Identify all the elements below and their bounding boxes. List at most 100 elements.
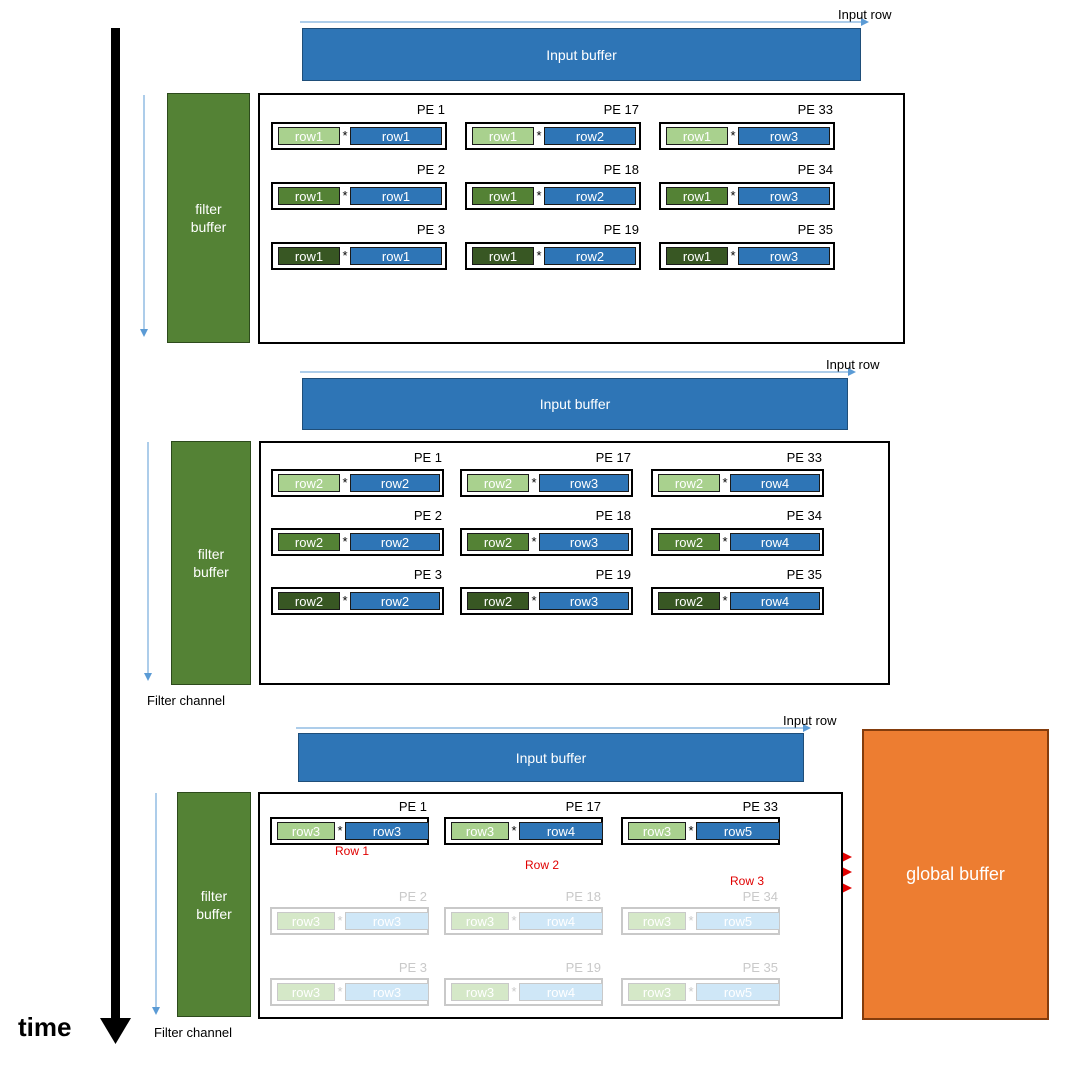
pe-label: PE 18 xyxy=(595,508,631,523)
multiply-symbol: * xyxy=(342,128,348,143)
pe-box: row3*row3 xyxy=(270,817,429,845)
input-row-label-3: Input row xyxy=(783,713,837,728)
filter-row-cell: row2 xyxy=(278,533,340,551)
input-row-cell: row5 xyxy=(696,822,780,840)
pe-box: row1*row2 xyxy=(465,182,641,210)
multiply-symbol: * xyxy=(730,128,736,143)
multiply-symbol: * xyxy=(536,128,542,143)
pe-box: row2*row2 xyxy=(271,587,444,615)
filter-row-cell: row1 xyxy=(666,247,728,265)
pe-label: PE 17 xyxy=(595,450,631,465)
input-row-label-2: Input row xyxy=(826,357,880,372)
multiply-symbol: * xyxy=(511,913,517,928)
filter-row-cell: row3 xyxy=(451,983,509,1001)
filter-row-cell: row2 xyxy=(658,592,720,610)
filter-buffer-2: filter buffer xyxy=(171,441,251,685)
input-row-cell: row4 xyxy=(519,822,603,840)
pe-label: PE 3 xyxy=(413,567,442,582)
filter-row-cell: row3 xyxy=(628,983,686,1001)
pe-label: PE 2 xyxy=(413,508,442,523)
global-buffer-label: global buffer xyxy=(906,864,1005,884)
time-axis-arrowhead xyxy=(100,1018,131,1044)
row1-output-label: Row 1 xyxy=(335,844,370,858)
filter-row-cell: row1 xyxy=(472,127,534,145)
pe-box: row2*row3 xyxy=(460,469,633,497)
multiply-symbol: * xyxy=(531,593,537,608)
pe-box: row1*row3 xyxy=(659,182,835,210)
input-row-cell: row3 xyxy=(738,127,830,145)
input-row-cell: row3 xyxy=(345,822,429,840)
input-row-cell: row4 xyxy=(730,533,820,551)
pe-label: PE 19 xyxy=(595,567,631,582)
input-row-cell: row3 xyxy=(738,187,830,205)
multiply-symbol: * xyxy=(688,823,694,838)
input-row-cell: row3 xyxy=(345,912,429,930)
time-axis-label: time xyxy=(18,1012,72,1042)
input-row-cell: row3 xyxy=(738,247,830,265)
filter-row-cell: row2 xyxy=(278,474,340,492)
pe-box: row3*row5 xyxy=(621,907,780,935)
pe-label: PE 17 xyxy=(603,102,639,117)
multiply-symbol: * xyxy=(337,984,343,999)
pe-box: row2*row3 xyxy=(460,528,633,556)
pe-label: PE 1 xyxy=(413,450,442,465)
filter-row-cell: row1 xyxy=(666,127,728,145)
pe-label: PE 2 xyxy=(398,889,427,904)
pe-label: PE 2 xyxy=(416,162,445,177)
multiply-symbol: * xyxy=(536,188,542,203)
pe-box: row3*row5 xyxy=(621,978,780,1006)
pe-box: row3*row3 xyxy=(270,907,429,935)
multiply-symbol: * xyxy=(342,593,348,608)
time-axis-line xyxy=(111,28,120,1023)
filter-row-cell: row1 xyxy=(666,187,728,205)
input-row-cell: row2 xyxy=(350,533,440,551)
input-row-cell: row4 xyxy=(519,983,603,1001)
pe-label: PE 35 xyxy=(797,222,833,237)
multiply-symbol: * xyxy=(511,984,517,999)
input-row-cell: row1 xyxy=(350,247,442,265)
filter-row-cell: row3 xyxy=(451,912,509,930)
pe-box: row3*row5 xyxy=(621,817,780,845)
pe-label: PE 18 xyxy=(603,162,639,177)
pe-label: PE 33 xyxy=(797,102,833,117)
pe-box: row1*row2 xyxy=(465,242,641,270)
pe-box: row3*row4 xyxy=(444,817,603,845)
pe-label: PE 19 xyxy=(565,960,601,975)
filter-channel-label-2: Filter channel xyxy=(147,693,226,708)
input-row-cell: row3 xyxy=(539,533,629,551)
input-row-cell: row3 xyxy=(345,983,429,1001)
input-buffer-3: Input buffer xyxy=(298,733,804,782)
pe-label: PE 18 xyxy=(565,889,601,904)
multiply-symbol: * xyxy=(511,823,517,838)
multiply-symbol: * xyxy=(342,248,348,263)
filter-row-cell: row3 xyxy=(628,822,686,840)
pe-box: row1*row3 xyxy=(659,242,835,270)
pe-label: PE 33 xyxy=(786,450,822,465)
filter-row-cell: row1 xyxy=(278,187,340,205)
multiply-symbol: * xyxy=(730,248,736,263)
input-buffer-1: Input buffer xyxy=(302,28,861,81)
pe-label: PE 1 xyxy=(416,102,445,117)
filter-buffer-label: filter buffer xyxy=(193,546,229,580)
pe-box: row1*row1 xyxy=(271,242,447,270)
input-row-cell: row5 xyxy=(696,983,780,1001)
filter-buffer-1: filter buffer xyxy=(167,93,250,343)
filter-row-cell: row2 xyxy=(467,474,529,492)
filter-row-cell: row3 xyxy=(277,822,335,840)
filter-row-cell: row3 xyxy=(628,912,686,930)
multiply-symbol: * xyxy=(722,534,728,549)
filter-row-cell: row1 xyxy=(472,187,534,205)
global-buffer: global buffer xyxy=(862,729,1049,1020)
pe-label: PE 1 xyxy=(398,799,427,814)
multiply-symbol: * xyxy=(342,475,348,490)
input-row-cell: row3 xyxy=(539,592,629,610)
filter-row-cell: row1 xyxy=(472,247,534,265)
input-row-cell: row2 xyxy=(350,592,440,610)
filter-buffer-label: filter buffer xyxy=(196,887,232,922)
filter-row-cell: row3 xyxy=(277,983,335,1001)
input-row-cell: row1 xyxy=(350,187,442,205)
filter-row-cell: row2 xyxy=(467,533,529,551)
input-buffer-label: Input buffer xyxy=(515,749,587,766)
filter-row-cell: row3 xyxy=(451,822,509,840)
multiply-symbol: * xyxy=(688,984,694,999)
